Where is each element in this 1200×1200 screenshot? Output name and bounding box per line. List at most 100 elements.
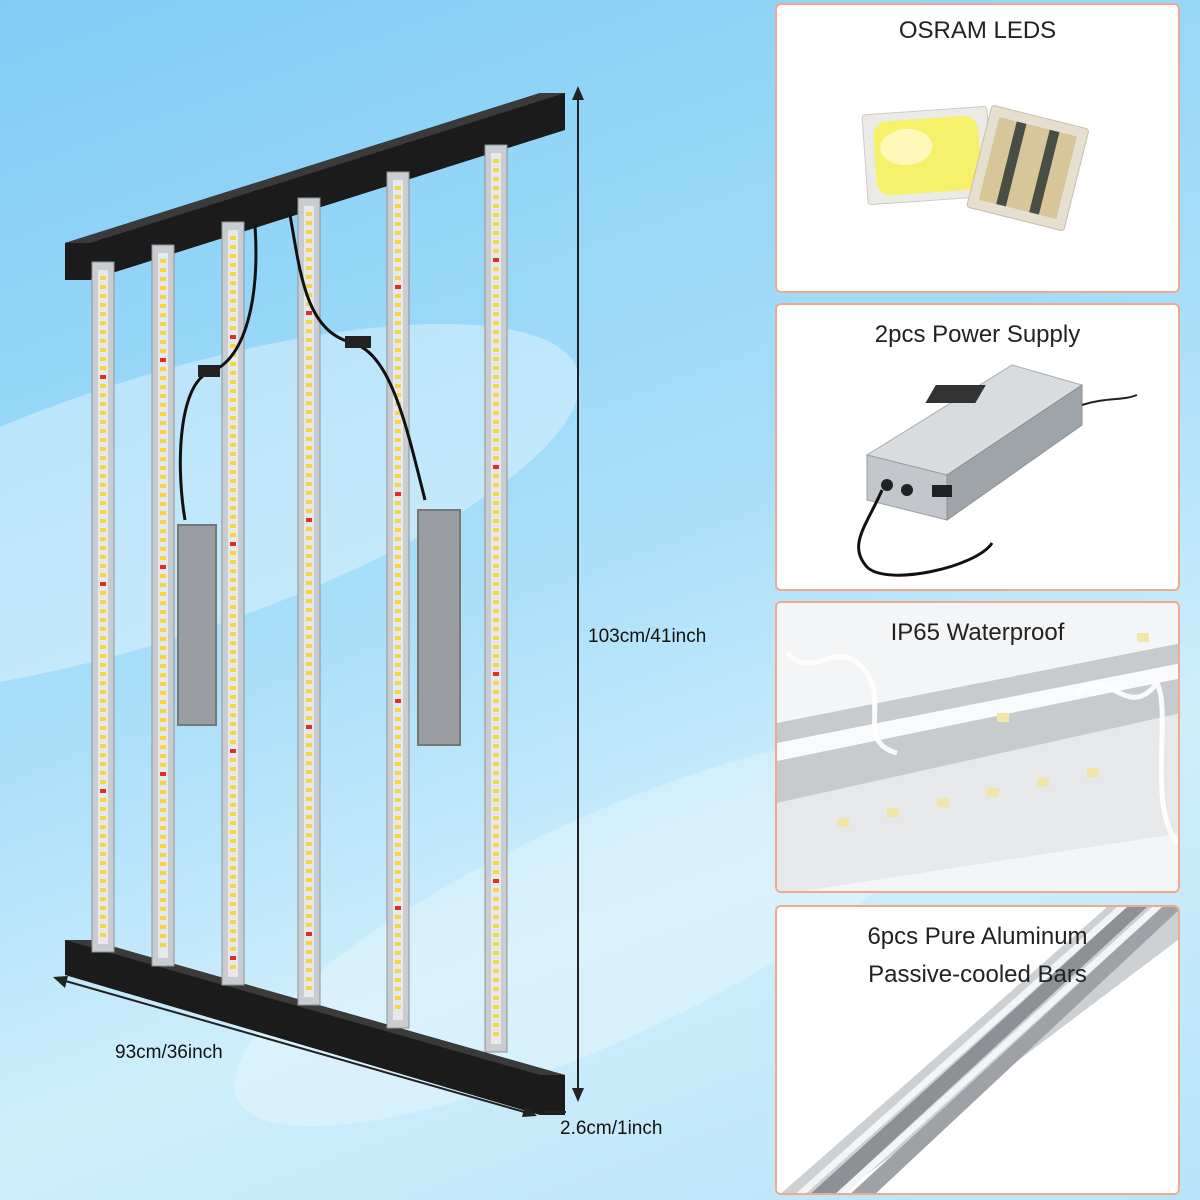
panel-title-line-1: 6pcs Pure Aluminum: [867, 923, 1088, 950]
led-diode: [395, 492, 401, 496]
led-diode: [493, 447, 499, 451]
led-diode: [306, 275, 312, 279]
led-diode: [493, 429, 499, 433]
led-diode: [493, 888, 499, 892]
led-diode: [395, 852, 401, 856]
led-diode: [306, 599, 312, 603]
led-diode: [306, 716, 312, 720]
led-diode: [395, 222, 401, 226]
led-diode: [395, 321, 401, 325]
led-diode: [160, 646, 166, 650]
led-diode: [395, 906, 401, 910]
led-diode: [493, 1032, 499, 1036]
led-diode: [160, 817, 166, 821]
led-diode: [493, 366, 499, 370]
led-diode: [306, 446, 312, 450]
led-diode: [306, 923, 312, 927]
led-diode: [160, 709, 166, 713]
led-diode: [230, 452, 236, 456]
led-diode: [306, 230, 312, 234]
led-diode: [100, 582, 106, 586]
led-diode: [230, 542, 236, 546]
led-diode: [395, 744, 401, 748]
led-diode: [160, 907, 166, 911]
led-diode: [306, 212, 312, 216]
led-diode: [395, 951, 401, 955]
led-diode: [230, 380, 236, 384]
led-diode: [100, 843, 106, 847]
led-diode: [160, 547, 166, 551]
led-diode: [493, 933, 499, 937]
led-diode: [395, 888, 401, 892]
led-diode: [306, 527, 312, 531]
led-diode: [160, 520, 166, 524]
led-diode: [306, 257, 312, 261]
led-diode: [395, 195, 401, 199]
led-diode: [160, 898, 166, 902]
height-dimension-label: 103cm/41inch: [588, 626, 707, 647]
led-diode: [230, 389, 236, 393]
led-diode: [100, 618, 106, 622]
led-diode: [306, 338, 312, 342]
profile-groove: [811, 907, 1147, 1193]
led-diode: [100, 339, 106, 343]
led-diode: [493, 735, 499, 739]
led-diode: [493, 618, 499, 622]
led-diode: [493, 726, 499, 730]
led-diode: [230, 866, 236, 870]
led-diode: [493, 492, 499, 496]
led-diode: [395, 510, 401, 514]
led-diode: [493, 708, 499, 712]
led-diode: [493, 186, 499, 190]
led-diode: [230, 497, 236, 501]
led-diode: [493, 753, 499, 757]
led-diode: [160, 430, 166, 434]
led-diode: [100, 888, 106, 892]
led-diode: [493, 420, 499, 424]
profile-highlight: [796, 907, 1127, 1193]
led-diode: [493, 699, 499, 703]
led-diode: [306, 518, 312, 522]
led-diode: [395, 393, 401, 397]
led-diode: [230, 524, 236, 528]
led-diode: [100, 330, 106, 334]
led-diode: [160, 772, 166, 776]
led-diode: [395, 330, 401, 334]
led-diode: [160, 727, 166, 731]
psu-output-cable: [1081, 394, 1138, 406]
led-diode: [493, 996, 499, 1000]
led-diode: [306, 392, 312, 396]
led-diode: [493, 204, 499, 208]
led-diode: [395, 753, 401, 757]
led-diode: [230, 731, 236, 735]
led-diode: [100, 906, 106, 910]
led-diode: [100, 735, 106, 739]
led-diode: [306, 248, 312, 252]
led-diode: [230, 695, 236, 699]
led-diode: [230, 488, 236, 492]
led-diode: [100, 348, 106, 352]
led-diode: [160, 403, 166, 407]
led-diode: [230, 416, 236, 420]
led-diode: [100, 411, 106, 415]
led-diode: [306, 311, 312, 315]
led-diode: [100, 807, 106, 811]
led-diode: [395, 447, 401, 451]
led-diode: [395, 411, 401, 415]
grow-light-fixture: [53, 86, 584, 1117]
led-diode: [306, 464, 312, 468]
psu-port: [881, 479, 893, 491]
led-diode: [100, 861, 106, 865]
feature-panel-aluminum-bars: 6pcs Pure Aluminum Passive-cooled Bars: [775, 905, 1180, 1195]
led-diode: [395, 870, 401, 874]
led-diode: [493, 465, 499, 469]
led-diode: [493, 1023, 499, 1027]
led-diode: [230, 803, 236, 807]
led-diode: [306, 986, 312, 990]
led-diode: [395, 537, 401, 541]
led-diode: [395, 303, 401, 307]
led-diode: [230, 254, 236, 258]
led-diode: [395, 690, 401, 694]
led-diode: [230, 722, 236, 726]
led-diode: [306, 662, 312, 666]
